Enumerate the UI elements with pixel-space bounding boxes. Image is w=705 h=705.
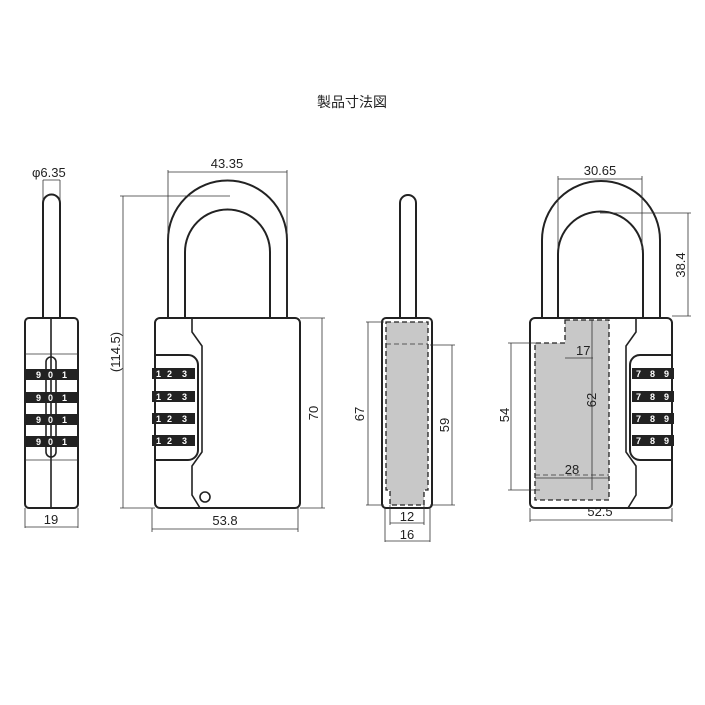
svg-text:7: 7	[636, 392, 641, 402]
svg-text:2: 2	[167, 414, 172, 424]
dim-inner-width: 12	[400, 509, 414, 524]
svg-text:1: 1	[62, 437, 67, 447]
diagram-title: 製品寸法図	[317, 95, 387, 111]
front-shackle	[167, 179, 288, 319]
svg-text:1: 1	[156, 414, 161, 424]
svg-text:9: 9	[664, 414, 669, 424]
dim-shackle-inner-width: 30.65	[584, 163, 617, 178]
svg-text:9: 9	[664, 369, 669, 379]
svg-text:7: 7	[636, 369, 641, 379]
svg-text:7: 7	[636, 436, 641, 446]
side-shackle	[42, 193, 61, 318]
dim-inner-height-62: 62	[584, 393, 599, 407]
svg-text:9: 9	[36, 415, 41, 425]
dim-inner-height-54: 54	[497, 408, 512, 422]
dim-side-width: 19	[44, 512, 58, 527]
dim-shackle-diameter: φ6.35	[32, 165, 66, 180]
dim-shackle-width: 43.35	[211, 156, 244, 171]
dim-back-body-width: 52.5	[587, 504, 612, 519]
svg-text:1: 1	[62, 370, 67, 380]
storage-cavity	[534, 319, 610, 501]
dim-inner-width-28: 28	[565, 462, 579, 477]
dim-outer-height: 67	[352, 407, 367, 421]
svg-text:9: 9	[664, 436, 669, 446]
svg-text:1: 1	[156, 369, 161, 379]
svg-text:3: 3	[182, 369, 187, 379]
svg-text:3: 3	[182, 392, 187, 402]
svg-text:9: 9	[664, 392, 669, 402]
svg-text:3: 3	[182, 414, 187, 424]
svg-text:1: 1	[156, 392, 161, 402]
dim-body-height: 70	[306, 406, 321, 420]
svg-text:9: 9	[36, 437, 41, 447]
svg-text:0: 0	[48, 393, 53, 403]
svg-text:0: 0	[48, 437, 53, 447]
svg-text:2: 2	[167, 436, 172, 446]
svg-text:9: 9	[36, 393, 41, 403]
dim-total-height: (114.5)	[108, 332, 123, 372]
dim-notch-width: 17	[576, 343, 590, 358]
dim-shackle-clearance: 38.4	[673, 252, 688, 277]
svg-text:0: 0	[48, 415, 53, 425]
svg-text:1: 1	[156, 436, 161, 446]
keyhole-icon	[199, 491, 211, 503]
svg-text:1: 1	[62, 393, 67, 403]
svg-text:8: 8	[650, 392, 655, 402]
svg-text:2: 2	[167, 392, 172, 402]
svg-text:8: 8	[650, 414, 655, 424]
svg-text:8: 8	[650, 369, 655, 379]
svg-text:7: 7	[636, 414, 641, 424]
svg-text:2: 2	[167, 369, 172, 379]
dim-body-width: 53.8	[212, 513, 237, 528]
svg-text:0: 0	[48, 370, 53, 380]
svg-text:8: 8	[650, 436, 655, 446]
dim-outer-width: 16	[400, 527, 414, 542]
svg-text:3: 3	[182, 436, 187, 446]
svg-text:9: 9	[36, 370, 41, 380]
dim-inner-height: 59	[437, 418, 452, 432]
interior-side-view: 67 59 12 16	[352, 194, 455, 542]
svg-text:1: 1	[62, 415, 67, 425]
